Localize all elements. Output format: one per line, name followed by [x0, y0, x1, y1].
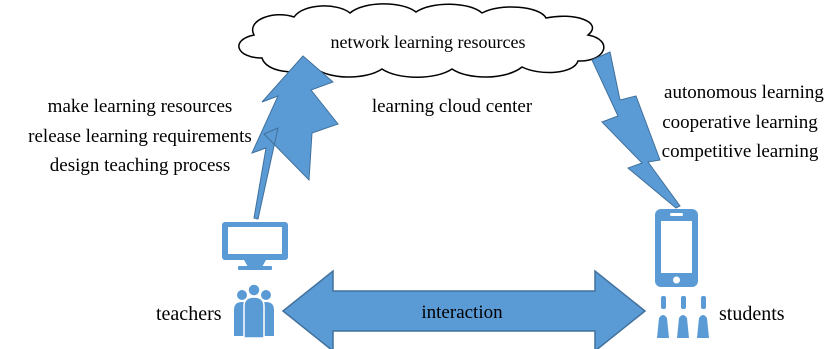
left-lightning-bolt: [251, 55, 339, 220]
interaction-label: interaction: [421, 302, 503, 323]
monitor-icon: [222, 222, 288, 270]
teacher-task-item: release learning requirements: [28, 126, 252, 147]
student-activity-item: cooperative learning: [662, 112, 818, 133]
cloud-shape: [238, 3, 605, 78]
cloud-label: network learning resources: [331, 32, 526, 52]
teachers-label: teachers: [156, 303, 222, 325]
student-activity-item: competitive learning: [662, 141, 819, 162]
students-people-icon: [657, 296, 709, 338]
teacher-task-item: make learning resources: [48, 96, 233, 117]
students-label: students: [719, 303, 785, 325]
center-label: learning cloud center: [372, 96, 533, 117]
student-activity-item: autonomous learning: [664, 82, 824, 103]
teacher-tasks-list: make learning resources release learning…: [28, 96, 252, 176]
teachers-people-icon: [234, 283, 274, 339]
cloud: network learning resources: [238, 3, 605, 78]
teacher-task-item: design teaching process: [50, 155, 230, 176]
student-activities-list: autonomous learning cooperative learning…: [662, 82, 825, 162]
right-lightning-bolt: [591, 51, 681, 209]
interaction-double-arrow: [281, 269, 647, 349]
smartphone-icon: [655, 209, 698, 287]
